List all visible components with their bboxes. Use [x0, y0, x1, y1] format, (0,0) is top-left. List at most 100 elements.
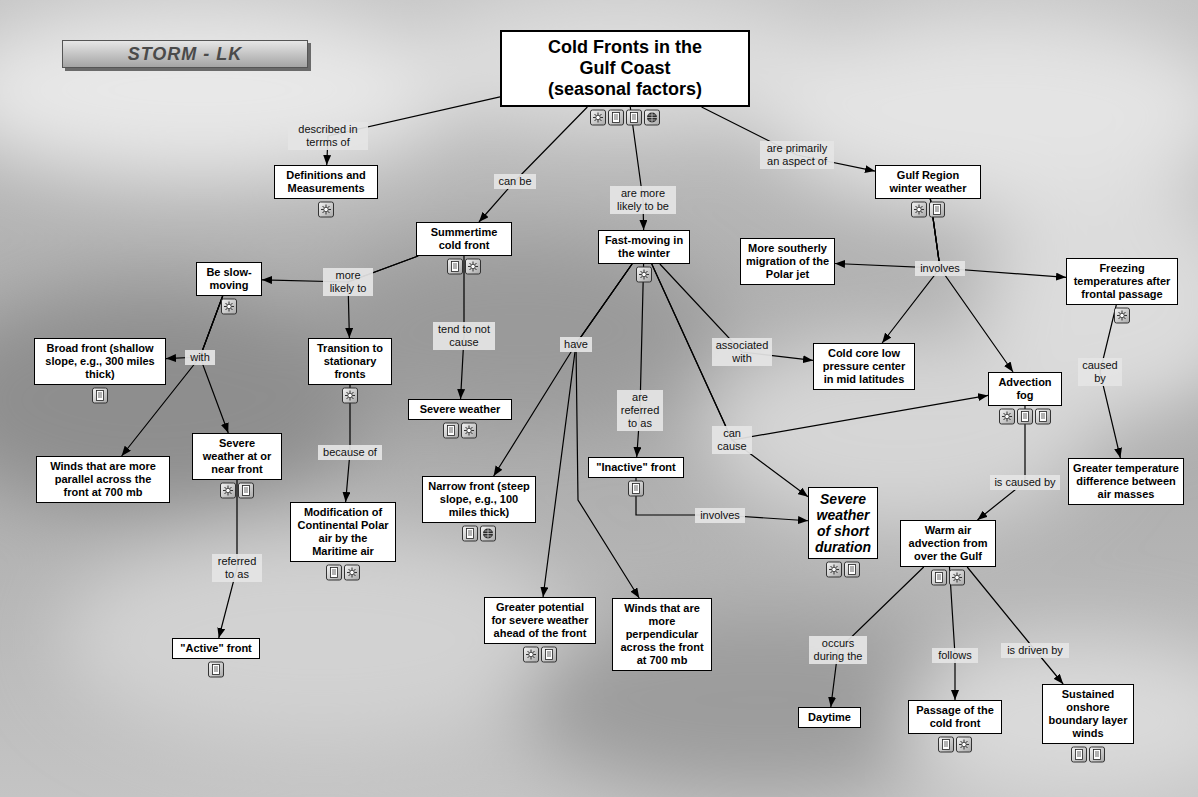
storm-glyph [468, 262, 478, 272]
icon-frame [345, 565, 360, 580]
resource-icon [629, 481, 644, 496]
document-glyph [1076, 750, 1083, 760]
document-glyph [1094, 750, 1101, 760]
icon-row [932, 570, 965, 585]
document-lines [332, 570, 336, 574]
resource-icon [912, 202, 927, 217]
storm-eye [227, 304, 231, 308]
link-label: is caused by [990, 475, 1060, 490]
icon-row [209, 662, 224, 677]
node-text: Cold Fronts in the Gulf Coast (seasonal … [546, 37, 704, 100]
main-concept-box: Cold Fronts in the Gulf Coast (seasonal … [500, 30, 750, 107]
icon-frame [1018, 409, 1033, 424]
link-label: occurs during the [809, 636, 867, 664]
icon-frame [209, 662, 224, 677]
document-lines [453, 264, 457, 268]
icon-frame [827, 562, 842, 577]
icon-row [319, 202, 334, 217]
node-text: Freezing temperatures after frontal pass… [1071, 262, 1173, 301]
icon-row [591, 110, 660, 125]
connector [930, 199, 1013, 372]
link-label: more likely to [323, 268, 373, 296]
node-text: Advection fog [993, 376, 1057, 402]
resource-icon [939, 737, 954, 752]
icon-row [343, 388, 358, 403]
storm-glyph [223, 486, 233, 496]
document-glyph [934, 205, 941, 215]
icon-frame [462, 423, 477, 438]
resource-icon [845, 562, 860, 577]
concept-box: Severe weather [408, 399, 512, 420]
node-text: Cold core low pressure center in mid lat… [818, 347, 910, 386]
storm-eye [350, 570, 354, 574]
icon-frame [463, 526, 478, 541]
node-text: More southerly migration of the Polar je… [745, 242, 830, 281]
document-glyph [613, 113, 620, 123]
node-text: Daytime [803, 711, 856, 724]
resource-icon [930, 202, 945, 217]
document-lines [468, 531, 472, 535]
resource-icon [1072, 747, 1087, 762]
icon-frame [627, 110, 642, 125]
storm-glyph [224, 302, 234, 312]
link-label: can be [494, 174, 536, 189]
connector [652, 264, 988, 440]
concept-box: Summertime cold front [416, 222, 512, 256]
resource-icon [524, 647, 539, 662]
concept-box: Winds that are more perpendicular across… [612, 598, 712, 671]
document-glyph [936, 573, 943, 583]
icon-row [939, 737, 972, 752]
node-text: Be slow-moving [201, 266, 257, 292]
node-text: Severe weather of short duration [812, 491, 874, 555]
node-text: Passage of the cold front [913, 704, 997, 730]
storm-glyph [952, 573, 962, 583]
resource-icon [1018, 409, 1033, 424]
document-lines [1041, 414, 1045, 418]
concept-box: More southerly migration of the Polar je… [740, 238, 835, 285]
concept-box: Fast-moving in the winter [598, 230, 690, 264]
icon-frame [222, 299, 237, 314]
link-label: involves [915, 261, 965, 276]
document-glyph [452, 262, 459, 272]
globe-glyph [483, 529, 493, 539]
connectors [122, 97, 1121, 707]
icon-row [827, 562, 860, 577]
icon-row [327, 565, 360, 580]
icon-frame [1072, 747, 1087, 762]
icon-frame [1036, 409, 1051, 424]
document-lines [1095, 752, 1099, 756]
link-label: associated with [712, 338, 772, 366]
document-lines [547, 652, 551, 656]
node-text: Gulf Region winter weather [880, 169, 976, 195]
concept-box: Warm air advection from over the Gulf [900, 520, 996, 567]
link-label: caused by [1078, 358, 1122, 386]
storm-eye [1120, 313, 1124, 317]
connector [479, 107, 587, 222]
concept-box: "Inactive" front [588, 457, 684, 478]
resource-icon [1036, 409, 1051, 424]
icon-frame [1115, 308, 1130, 323]
node-text: Severe weather at or near front [197, 437, 277, 476]
storm-eye [324, 207, 328, 211]
concept-box: Gulf Region winter weather [875, 165, 981, 199]
storm-eye [471, 264, 475, 268]
resource-icon [591, 110, 606, 125]
icon-row [444, 423, 477, 438]
storm-glyph [347, 568, 357, 578]
cloud [900, 640, 1198, 797]
icon-row [912, 202, 945, 217]
icon-frame [481, 526, 496, 541]
node-text: Winds that are more perpendicular across… [617, 602, 707, 667]
document-glyph [546, 650, 553, 660]
icon-frame [629, 481, 644, 496]
link-label: because of [318, 445, 382, 460]
node-text: Greater potential for severe weather ahe… [489, 601, 591, 640]
document-glyph [467, 529, 474, 539]
concept-box: Sustained onshore boundary layer winds [1042, 684, 1134, 744]
storm-eye [596, 115, 600, 119]
resource-icon [950, 570, 965, 585]
concept-box: Transition to stationary fronts [308, 338, 392, 385]
resource-icon [645, 110, 660, 125]
globe-glyph [647, 113, 657, 123]
